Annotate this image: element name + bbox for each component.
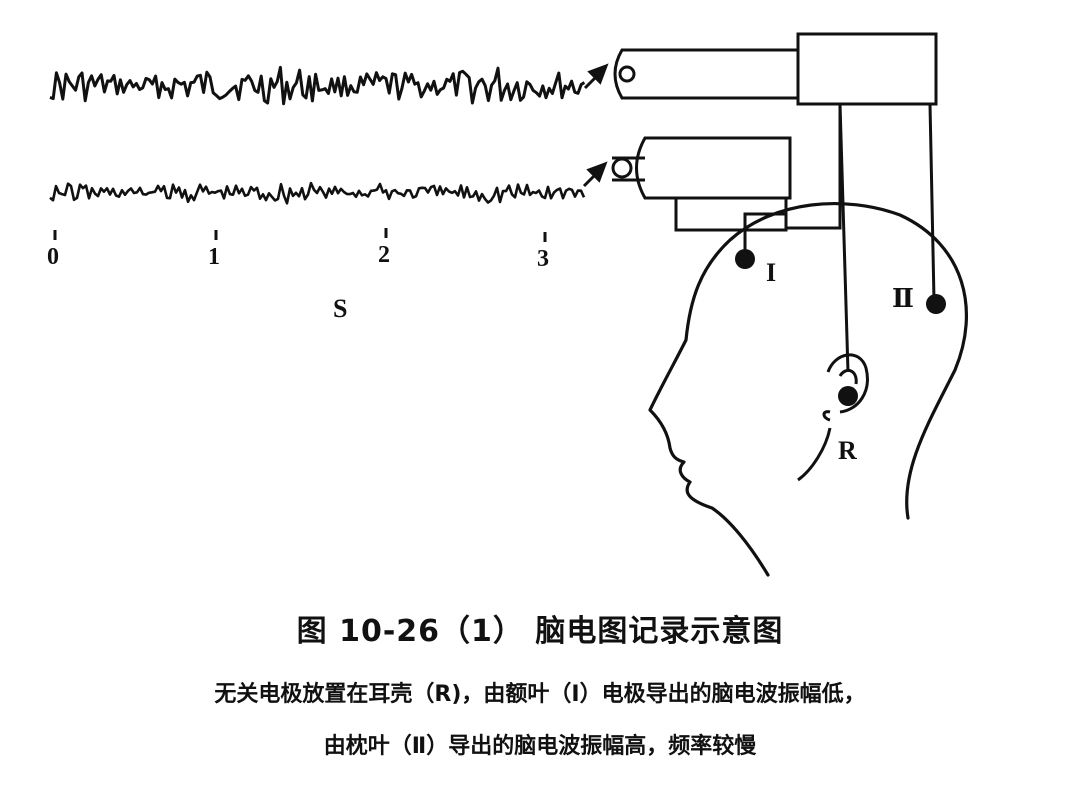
recorder-unit-top (613, 32, 938, 106)
time-tick-2: 2 (378, 242, 390, 268)
recorder-unit-bottom (611, 136, 792, 232)
pen-arrow-top (583, 63, 609, 90)
pen-arrow-bottom (582, 161, 608, 188)
time-axis-ticks (53, 228, 547, 242)
time-tick-0: 0 (47, 244, 59, 270)
electrode-occipital-dot (926, 294, 946, 314)
electrode-reference-dot (838, 386, 858, 406)
time-tick-1: 1 (208, 244, 220, 270)
electrode-frontal-label: I (766, 258, 777, 287)
electrode-reference-label: R (838, 436, 857, 465)
figure-caption-title: 图 10-26（1） 脑电图记录示意图 (296, 614, 784, 649)
figure-caption-line-2: 由枕叶（Ⅱ）导出的脑电波振幅高，频率较慢 (323, 734, 757, 759)
electrode-occipital-label: Ⅱ (892, 284, 914, 313)
eeg-trace-frontal (49, 181, 586, 205)
eeg-trace-occipital (49, 65, 586, 106)
eeg-diagram (49, 32, 968, 577)
electrode-frontal-dot (735, 249, 755, 269)
time-axis-unit: S (333, 294, 348, 323)
figure-caption-line-1: 无关电极放置在耳壳（R)，由额叶（Ⅰ）电极导出的脑电波振幅低， (214, 682, 866, 707)
ear (797, 353, 869, 482)
time-tick-3: 3 (537, 246, 549, 272)
lead-wires (743, 103, 936, 373)
head-outline (648, 201, 968, 577)
